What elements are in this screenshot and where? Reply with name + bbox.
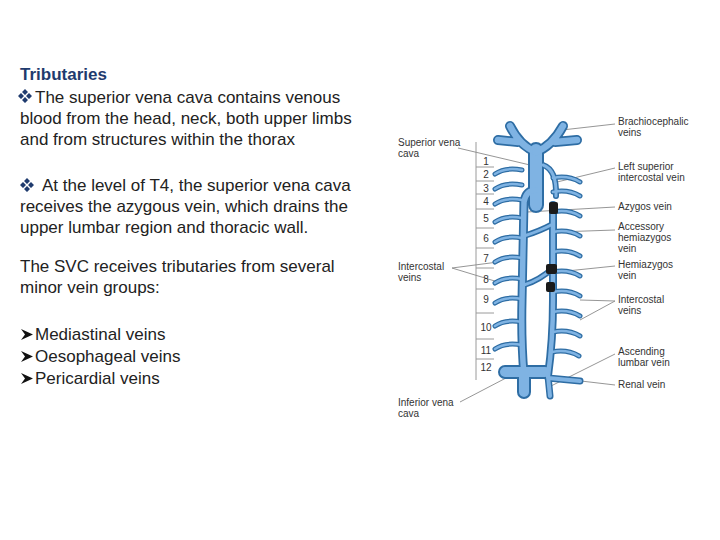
part-label: Left superior intercostal vein xyxy=(618,161,686,183)
renal-vein xyxy=(548,376,580,396)
vein-marker xyxy=(546,264,557,274)
part-label: Renal vein xyxy=(618,379,698,390)
part-label: Intercostal veins xyxy=(618,294,686,316)
part-label: Intercostal veins xyxy=(398,261,458,283)
vertebra-number: 1 xyxy=(478,156,494,167)
list-item: Mediastinal veins xyxy=(35,324,335,345)
list-item: Oesophageal veins xyxy=(35,346,335,367)
part-label: Azygos vein xyxy=(618,201,698,212)
vertebra-number: 2 xyxy=(478,169,494,180)
bullet-symbol xyxy=(20,178,34,192)
leader-line xyxy=(460,378,506,402)
vein-outline xyxy=(495,126,580,396)
vein-marker xyxy=(546,282,555,292)
communicating-vein xyxy=(524,224,553,285)
part-label: Hemiazygos vein xyxy=(618,259,686,281)
leader-line xyxy=(452,262,498,282)
part-label: Accessory hemiazygos vein xyxy=(618,221,686,254)
leader-line xyxy=(581,381,615,385)
vertebra-number: 3 xyxy=(478,183,494,194)
inferior-vena-cava xyxy=(505,372,545,392)
renal-vein xyxy=(548,376,580,396)
leader-line xyxy=(580,300,615,320)
bullet-text: The superior vena cava contains venous b… xyxy=(20,87,380,150)
arrow-bullet xyxy=(21,329,33,340)
vertebra-number: 4 xyxy=(478,196,494,207)
vertebra-number: 8 xyxy=(478,274,494,285)
part-label: Ascending lumbar vein xyxy=(618,346,686,368)
vein-fill xyxy=(495,126,580,396)
part-label: Superior vena cava xyxy=(398,137,468,159)
intercostal-vein xyxy=(495,169,522,349)
paragraph-text: The SVC receives tributaries from severa… xyxy=(20,256,380,298)
slide-title: Tributaries xyxy=(20,64,107,85)
part-label: Brachiocephalic veins xyxy=(618,116,698,138)
leader-line xyxy=(458,148,530,165)
arrow-bullet xyxy=(21,373,33,384)
inferior-vena-cava xyxy=(505,372,545,392)
brachiocephalic-vein xyxy=(536,126,577,152)
brachiocephalic-vein xyxy=(498,126,536,152)
brachiocephalic-vein xyxy=(498,126,536,152)
vertebra-number: 5 xyxy=(478,213,494,224)
part-label: Inferior vena cava xyxy=(398,397,468,419)
scale-line xyxy=(476,142,477,380)
superior-vena-cava xyxy=(528,150,544,205)
arrow-bullet xyxy=(21,329,33,384)
list-item: Pericardial veins xyxy=(35,368,335,389)
brachiocephalic-vein xyxy=(536,126,577,152)
bullet-symbol xyxy=(18,89,32,103)
bullet-text: At the level of T4, the superior vena ca… xyxy=(20,175,380,238)
communicating-vein xyxy=(524,224,553,285)
vertebra-number: 10 xyxy=(478,322,494,333)
vertebra-number: 9 xyxy=(478,294,494,305)
vein-marker xyxy=(549,202,558,214)
vertebra-number: 7 xyxy=(478,253,494,264)
intercostal-vein xyxy=(495,169,522,349)
leader-line xyxy=(562,124,615,130)
vertebra-number: 6 xyxy=(478,233,494,244)
vertebral-scale xyxy=(476,142,494,380)
vertebra-number: 11 xyxy=(478,345,494,356)
arrow-bullet xyxy=(21,351,33,362)
vertebra-number: 12 xyxy=(478,362,494,373)
vein-marker xyxy=(546,202,558,292)
superior-vena-cava xyxy=(530,150,542,205)
leader-line xyxy=(452,124,615,402)
